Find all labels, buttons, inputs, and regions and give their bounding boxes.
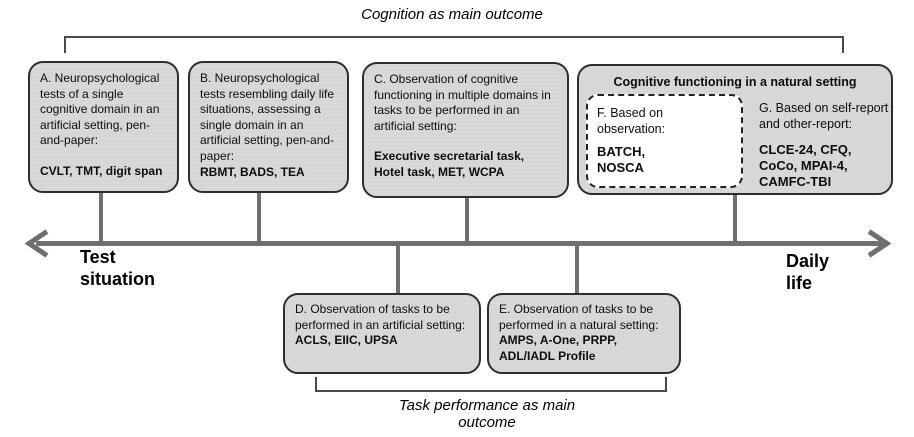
box-a-instruments: CVLT, TMT, digit span [40,163,163,178]
box-e-observation-natural-setting: E. Observation of tasks to be performed … [487,293,681,374]
box-b-description: B. Neuropsychological tests resembling d… [200,71,335,163]
box-a-neuropsych-single-domain: A. Neuropsychological tests of a single … [28,61,179,193]
box-c-instruments: Executive secretarial task, Hotel task, … [374,149,525,179]
box-d-instruments: ACLS, EIIC, UPSA [295,333,398,348]
box-d-observation-artificial-setting: D. Observation of tasks to be performed … [283,293,481,374]
box-g-description: G. Based on self-report and other-report… [759,101,889,132]
daily-life-label: Daily life [786,251,830,293]
box-natural-setting-group: Cognitive functioning in a natural setti… [577,64,893,195]
box-c-observation-multiple-domains: C. Observation of cognitive functioning … [362,62,569,198]
cognition-outcome-bracket [64,36,844,53]
box-b-neuropsych-daily-life: B. Neuropsychological tests resembling d… [188,61,349,193]
box-b-instruments: RBMT, BADS, TEA [200,164,305,179]
task-performance-caption: Task performance as main outcome [398,397,576,431]
box-f-based-on-observation: F. Based on observation: BATCH, NOSCA [586,94,743,188]
box-a-description: A. Neuropsychological tests of a single … [40,71,160,148]
arrowhead-left-icon [24,229,49,258]
box-d-description: D. Observation of tasks to be performed … [295,302,466,332]
box-c-description: C. Observation of cognitive functioning … [374,72,551,133]
box-f-instruments: BATCH, NOSCA [597,143,646,176]
box-f-description: F. Based on observation: [597,106,666,137]
test-situation-label: Test situation [80,247,155,289]
cognition-outcome-caption: Cognition as main outcome [361,6,543,23]
box-e-description: E. Observation of tasks to be performed … [499,302,659,332]
arrowhead-right-icon [867,229,892,258]
natural-setting-group-title: Cognitive functioning in a natural setti… [613,75,857,89]
box-e-instruments: AMPS, A-One, PRPP, ADL/IADL Profile [499,333,618,363]
box-g-self-report: G. Based on self-report and other-report… [759,100,891,190]
task-performance-bracket [315,377,667,392]
box-g-instruments: CLCE-24, CFQ, CoCo, MPAI-4, CAMFC-TBI [759,141,852,190]
